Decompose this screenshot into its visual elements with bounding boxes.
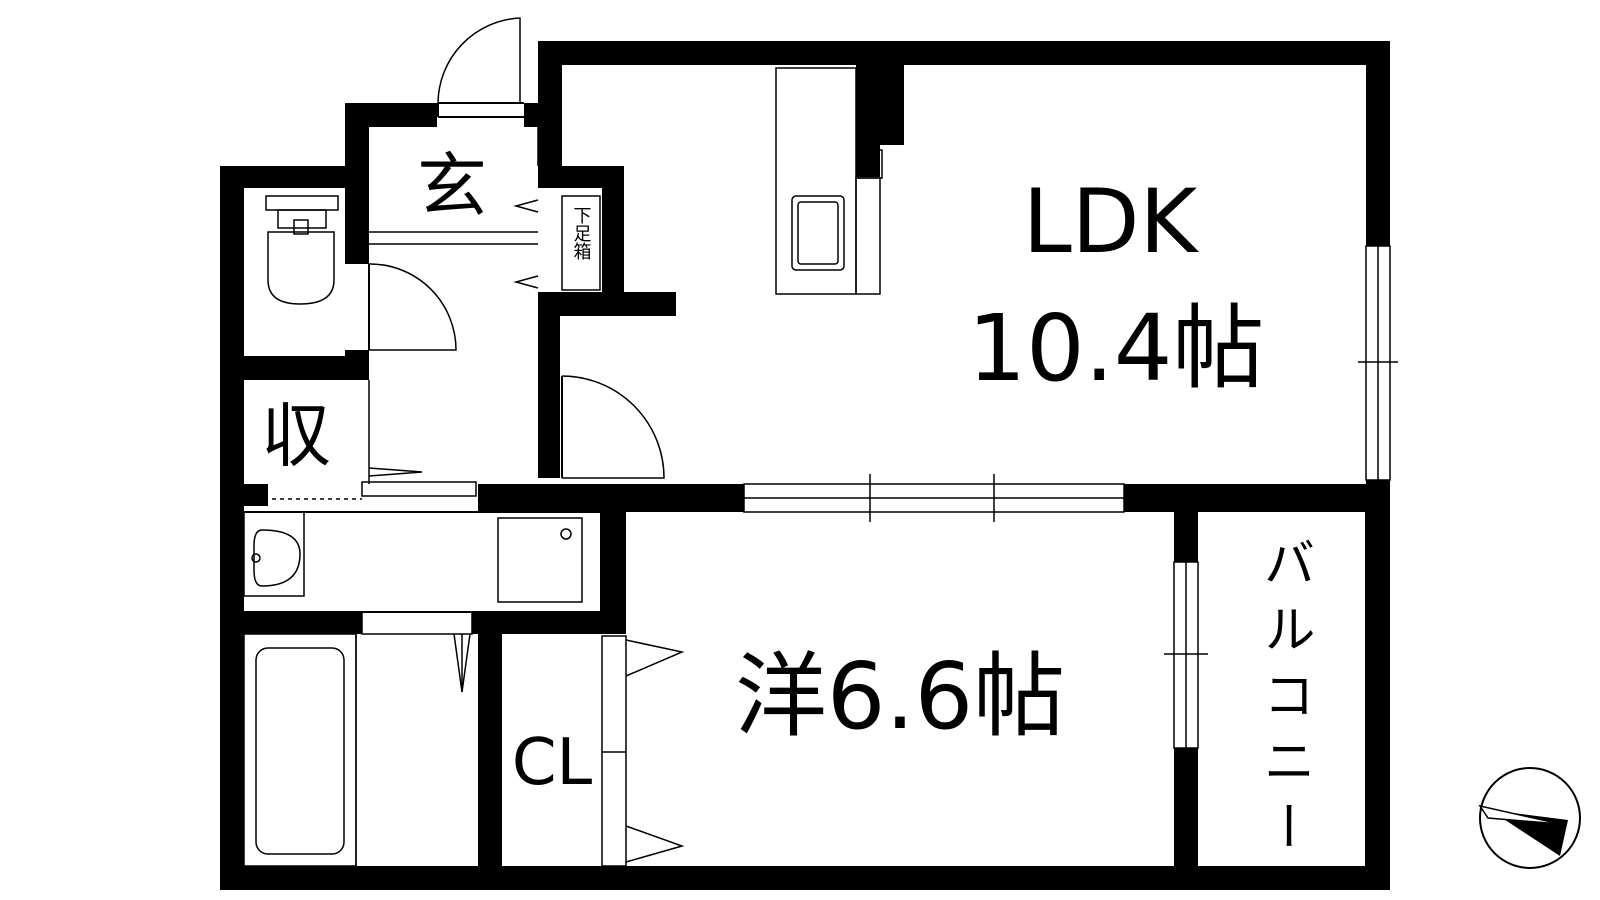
- balcony-label: バルコニー: [1254, 536, 1314, 866]
- washing-machine-pan: [497, 517, 583, 603]
- exterior-walls: [220, 41, 1390, 890]
- room-labels: LDK 10.4帖 洋6.6帖 玄 収 CL バルコニー 下足箱: [261, 145, 1314, 866]
- ldk-size-label: 10.4帖: [968, 295, 1265, 402]
- closet-label: CL: [512, 726, 593, 800]
- shoe-box-label: 下足箱: [571, 206, 592, 260]
- storage-label: 収: [261, 395, 331, 477]
- windows: [743, 245, 1398, 866]
- north-arrow-icon: [1478, 767, 1581, 869]
- washbasin-icon: [243, 511, 600, 613]
- fixtures: [243, 67, 1581, 869]
- bathtub-icon: [243, 633, 357, 867]
- ldk-name-label: LDK: [1023, 170, 1200, 273]
- kitchen-counter: [775, 67, 883, 295]
- interior-walls: [244, 65, 1390, 890]
- doors: [256, 17, 685, 867]
- western-room-label: 洋6.6帖: [735, 643, 1065, 750]
- entrance-label: 玄: [417, 145, 487, 227]
- toilet-icon: [265, 195, 339, 305]
